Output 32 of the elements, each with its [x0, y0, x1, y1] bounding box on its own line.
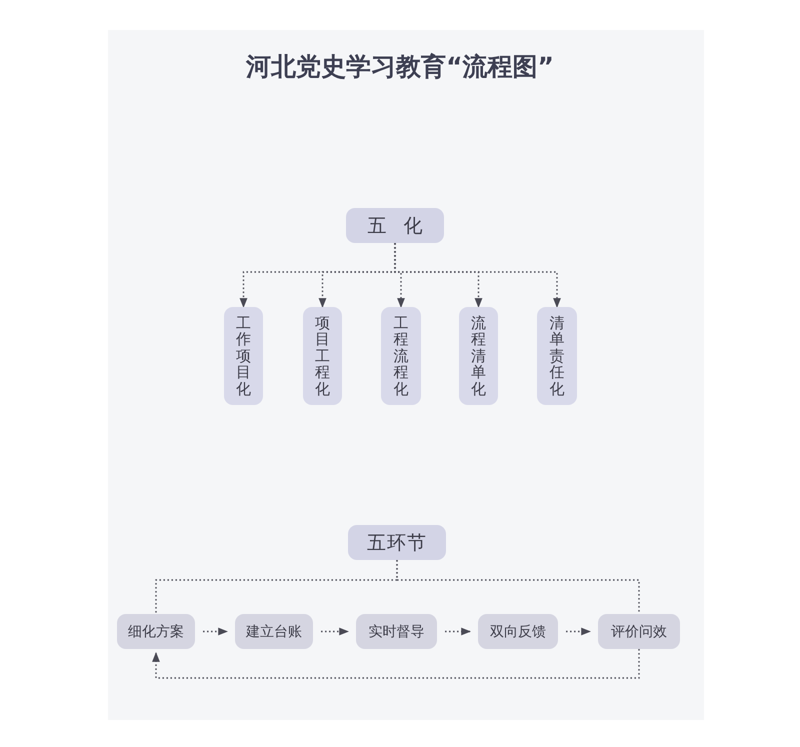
rounded-box: [381, 307, 421, 405]
rounded-box: [459, 307, 498, 405]
box-label: 建立台账: [246, 622, 302, 640]
connector-line: [396, 560, 640, 614]
rounded-box: [537, 307, 577, 405]
box-label: 工作项目化: [236, 314, 251, 398]
dotted-arrow: [321, 628, 349, 636]
rounded-box: [356, 614, 437, 649]
rounded-box: [346, 208, 444, 243]
box-label: 实时督导: [368, 622, 424, 640]
diagram-title: 河北党史学习教育“流程图”: [244, 51, 555, 83]
box-label: 流程清单化: [471, 314, 486, 398]
box-label: 清单责任化: [550, 314, 564, 398]
dotted-arrow: [394, 243, 561, 308]
box-label: 五化: [367, 214, 440, 238]
rounded-box: [348, 525, 446, 560]
box-label: 五环节: [367, 530, 427, 556]
dotted-arrow: [566, 628, 591, 636]
rounded-box: [235, 614, 313, 649]
box-label: 工程流程化: [394, 314, 408, 398]
dotted-arrow: [152, 649, 640, 679]
rounded-box: [224, 307, 263, 405]
rounded-box: [303, 307, 342, 405]
rounded-box: [117, 614, 195, 649]
box-label: 双向反馈: [490, 622, 546, 640]
dotted-arrow: [203, 628, 228, 636]
box-label: 评价问效: [611, 622, 667, 640]
rounded-box: [598, 614, 680, 649]
rounded-box: [478, 614, 558, 649]
box-label: 细化方案: [128, 622, 184, 640]
dotted-arrow: [445, 628, 471, 636]
box-label: 项目工程化: [315, 314, 330, 398]
